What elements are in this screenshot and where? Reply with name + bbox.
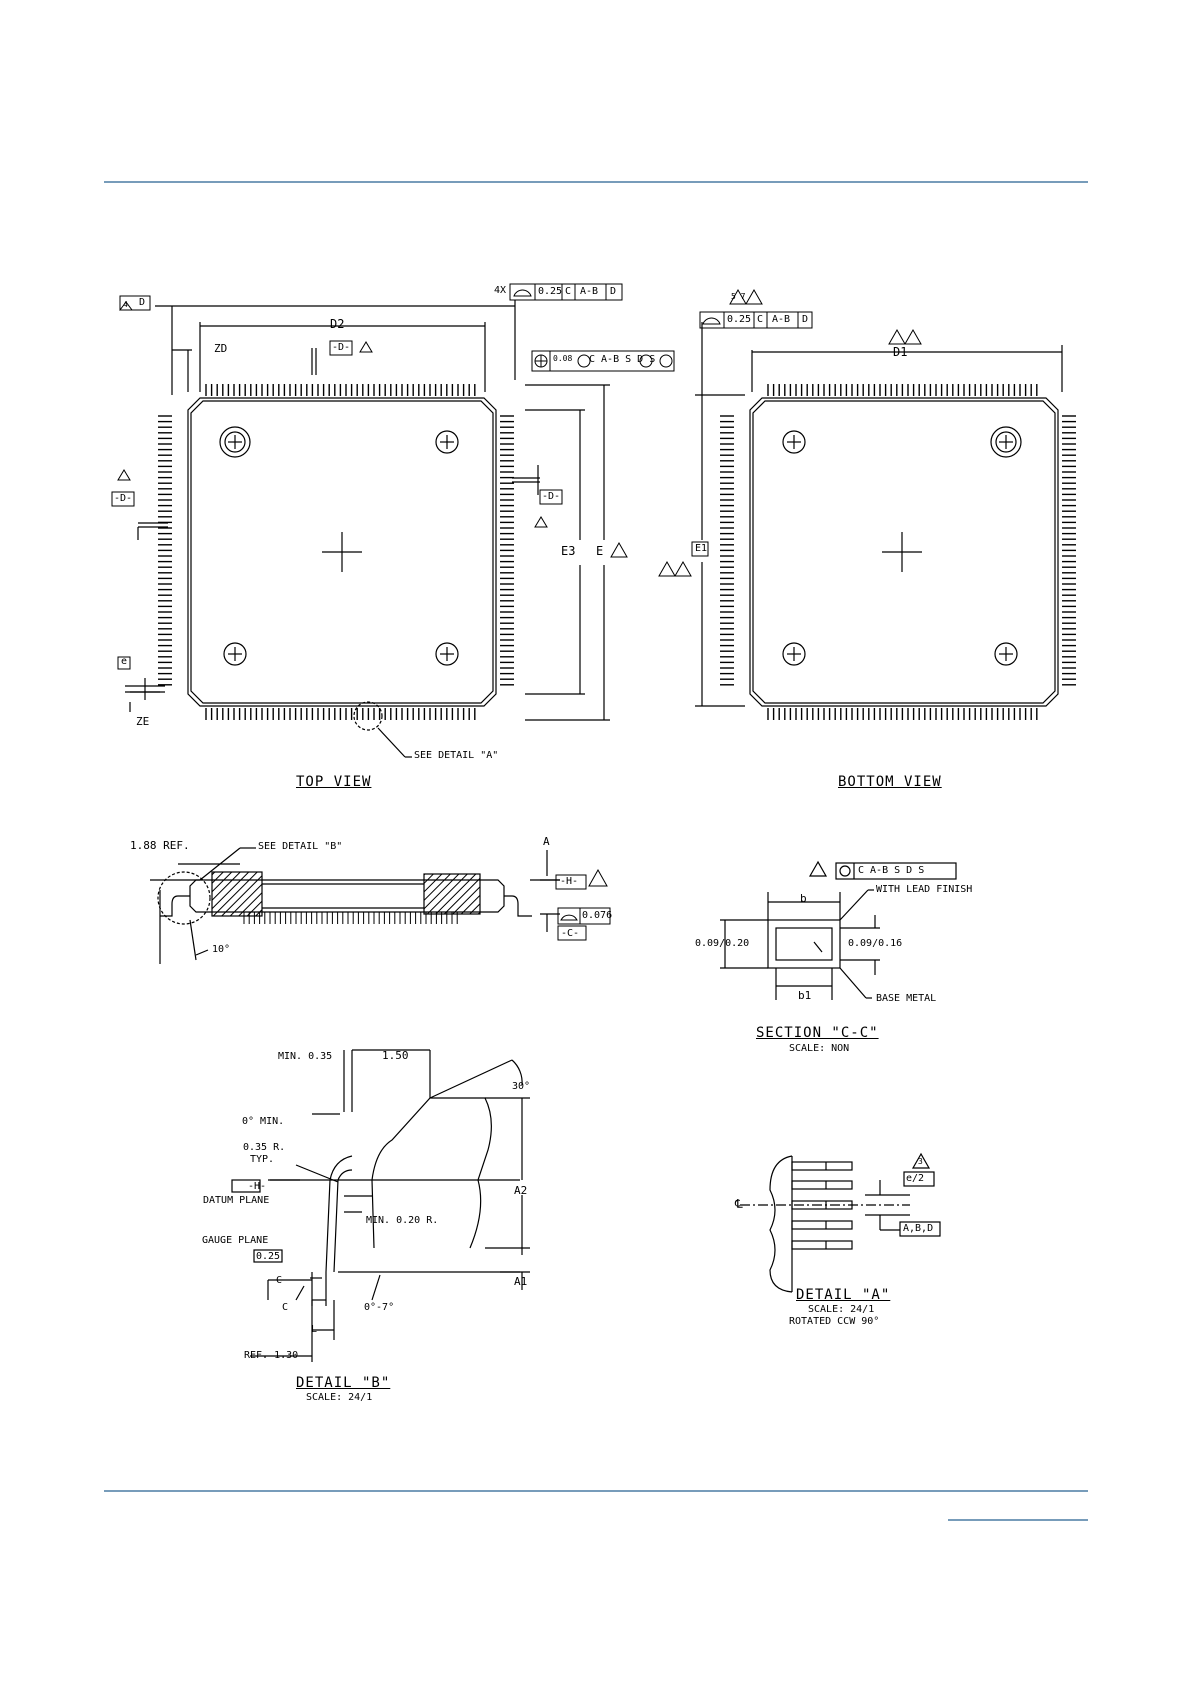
bottom-view	[695, 322, 1076, 720]
angle-30: 30°	[512, 1081, 531, 1092]
angle-07: 0°-7°	[364, 1302, 395, 1313]
detail-a-scale: SCALE: 24/1	[808, 1304, 875, 1315]
fcf-tol: 0.25	[538, 286, 563, 297]
flat-tol: 0.076	[582, 910, 613, 921]
note-3-detail: 3	[918, 1157, 923, 1166]
typ: TYP.	[250, 1154, 275, 1165]
bottom-view-leads-bottom	[767, 708, 1038, 720]
side-view-leads	[243, 912, 458, 924]
bottom-fcf	[658, 288, 922, 577]
pos-val: 0.08	[553, 354, 573, 363]
dim-l: L	[311, 1324, 318, 1335]
top-view-leads-top	[205, 384, 476, 396]
ref-188: 1.88 REF.	[130, 839, 190, 852]
zero-min: 0° MIN.	[242, 1116, 285, 1127]
bfcf-d: D	[802, 314, 809, 325]
datum-d-box: D	[139, 297, 146, 308]
top-view-title: TOP VIEW	[296, 774, 372, 790]
datum-d-top: -D-	[332, 342, 351, 353]
pos-fcf: C A-B S D S	[589, 354, 656, 365]
detail-a-lead	[791, 1240, 853, 1250]
fcf-ab: A-B	[580, 286, 599, 297]
datum-plane: DATUM PLANE	[203, 1195, 270, 1206]
top-body-inner	[190, 400, 494, 704]
fcf-d: D	[610, 286, 617, 297]
section-cc	[720, 860, 957, 1000]
bottom-body	[749, 397, 1059, 707]
dim-150: 1.50	[382, 1049, 409, 1062]
detail-b-scale: SCALE: 24/1	[306, 1392, 373, 1403]
dim-e: E	[596, 544, 604, 558]
dim-e1: E1	[695, 543, 708, 554]
dim-c1: C	[276, 1275, 283, 1286]
e-box: e	[121, 656, 128, 667]
datum-c: -C-	[561, 928, 580, 939]
min-035: MIN. 0.35	[278, 1051, 333, 1062]
detail-b-title: DETAIL "B"	[296, 1375, 391, 1391]
dim-a1: A1	[514, 1275, 528, 1288]
datum-d-left: -D-	[114, 493, 133, 504]
fcf-4x: 4X	[494, 285, 507, 296]
angle-10: 10°	[212, 944, 231, 955]
detail-a-title: DETAIL "A"	[796, 1287, 891, 1303]
top-body	[187, 397, 497, 707]
centerline: ℄	[735, 1197, 743, 1211]
pin1-marker	[219, 426, 251, 458]
top-view-leads-left	[158, 415, 172, 686]
dim-d2: D2	[330, 317, 345, 331]
gauge-plane: GAUGE PLANE	[202, 1235, 269, 1246]
side-view	[150, 847, 560, 964]
right-dim: 0.09/0.16	[848, 938, 903, 949]
ref-130: REF. 1.30	[244, 1350, 299, 1361]
datum-h: -H-	[560, 876, 579, 887]
detail-a-lead	[791, 1180, 853, 1190]
detail-a	[740, 1152, 941, 1293]
dim-d1: D1	[893, 345, 908, 359]
bottom-view-leads-left	[720, 415, 734, 686]
top-view	[125, 300, 610, 758]
dim-ze: ZE	[136, 715, 150, 728]
detail-b	[231, 1049, 530, 1362]
datum-abd: A,B,D	[903, 1223, 934, 1234]
detail-a-rotated: ROTATED CCW 90°	[789, 1316, 880, 1327]
bfcf-ab: A-B	[772, 314, 791, 325]
bfcf-tol: 0.25	[727, 314, 752, 325]
bottom-view-title: BOTTOM VIEW	[838, 774, 942, 790]
top-view-leads-right	[500, 415, 514, 686]
section-cc-scale: SCALE: NON	[789, 1043, 850, 1054]
top-fcf	[111, 283, 675, 670]
min-020: MIN. 0.20 R.	[366, 1215, 439, 1226]
base-metal: BASE METAL	[876, 993, 937, 1004]
bottom-view-leads-top	[767, 384, 1038, 396]
side-fcf	[555, 868, 611, 941]
with-lead-finish: WITH LEAD FINISH	[876, 884, 973, 895]
datum-d-right: -D-	[542, 491, 561, 502]
detail-a-lead	[791, 1220, 853, 1230]
dim-a2: A2	[514, 1184, 528, 1197]
bfcf-c: C	[757, 314, 764, 325]
dim-b: b	[800, 892, 807, 905]
detail-a-lead	[791, 1161, 853, 1171]
see-detail-b: SEE DETAIL "B"	[258, 841, 343, 852]
e-half: e/2	[906, 1173, 925, 1184]
dim-b1: b1	[798, 989, 812, 1002]
note-4-top: 4	[123, 300, 128, 309]
r-035: 0.35 R.	[243, 1142, 286, 1153]
dim-a: A	[543, 835, 550, 848]
datum-h-detail: -H-	[248, 1181, 267, 1192]
left-dim: 0.09/0.20	[695, 938, 750, 949]
dim-e3: E3	[561, 544, 576, 558]
fcf-c: C	[565, 286, 572, 297]
see-detail-a: SEE DETAIL "A"	[414, 750, 499, 761]
gauge-025: 0.25	[256, 1251, 281, 1262]
note-57: 5 7	[731, 292, 746, 301]
section-fcf: C A-B S D S	[858, 865, 925, 876]
dim-zd: ZD	[214, 342, 228, 355]
top-view-leads-bottom	[205, 708, 476, 720]
bottom-view-leads-right	[1062, 415, 1076, 686]
dim-c2: C	[282, 1302, 289, 1313]
section-cc-title: SECTION "C-C"	[756, 1025, 879, 1041]
